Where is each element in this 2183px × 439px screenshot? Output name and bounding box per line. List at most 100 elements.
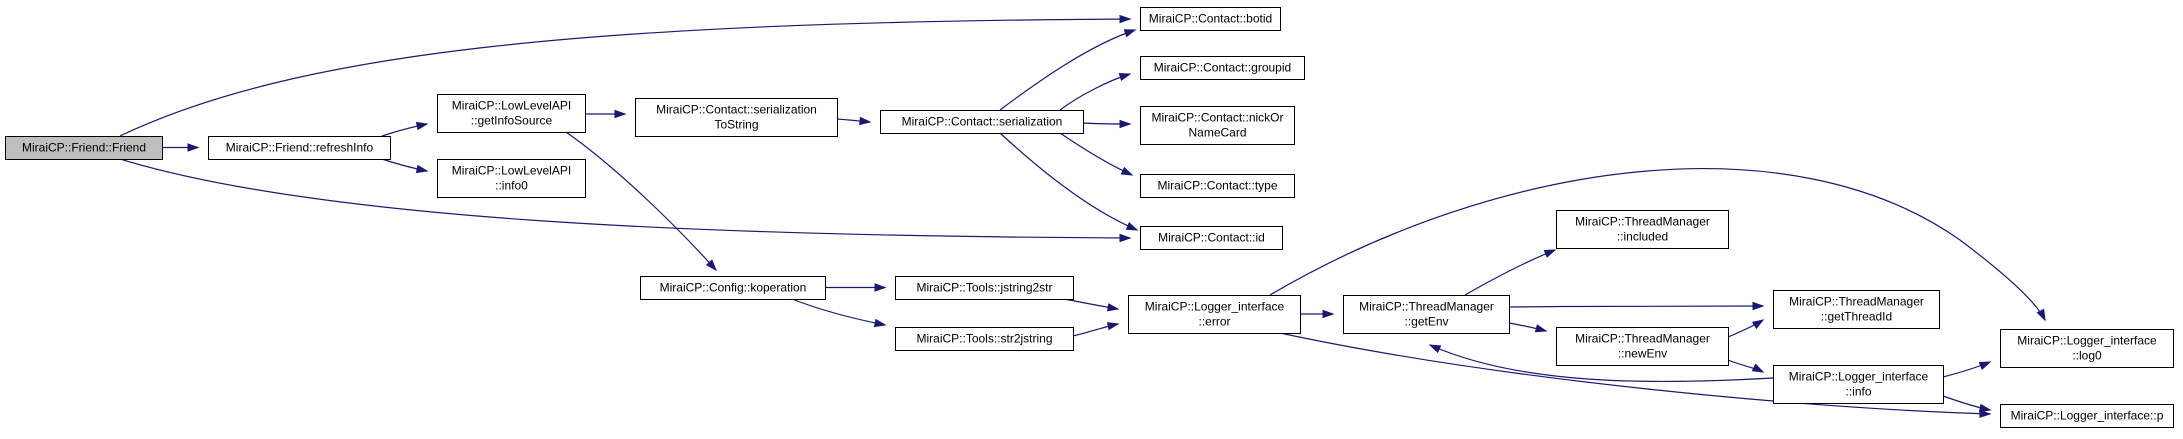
- edge-getEnv-to-getThreadId: [1508, 301, 1765, 311]
- node-label: MiraiCP::ThreadManager: [1789, 295, 1924, 309]
- edge-info-to-getEnv: [1428, 344, 1774, 383]
- edge-serialization-to-type: [1059, 132, 1134, 176]
- node-label: MiraiCP::Contact::groupid: [1154, 61, 1291, 75]
- node-cid[interactable]: MiraiCP::Contact::id: [1140, 226, 1283, 250]
- node-label: MiraiCP::Logger_interface: [1789, 370, 1929, 384]
- node-label: ::error: [1198, 315, 1230, 329]
- node-label: MiraiCP::LowLevelAPI: [452, 164, 571, 178]
- node-label: MiraiCP::Friend::Friend: [22, 141, 146, 155]
- arrowhead: [187, 143, 200, 152]
- arrowhead: [1106, 303, 1120, 312]
- arrowhead: [859, 116, 872, 126]
- arrowhead: [1978, 361, 1992, 370]
- node-getThreadId[interactable]: MiraiCP::ThreadManager::getThreadId: [1773, 290, 1940, 329]
- node-refreshInfo[interactable]: MiraiCP::Friend::refreshInfo: [208, 136, 391, 160]
- arrowhead: [1751, 363, 1765, 373]
- node-info0[interactable]: MiraiCP::LowLevelAPI::info0: [437, 159, 586, 198]
- arrowhead: [1428, 344, 1442, 354]
- node-newEnv[interactable]: MiraiCP::ThreadManager::newEnv: [1556, 327, 1729, 366]
- arrowhead: [1751, 319, 1765, 330]
- node-box: [895, 276, 1074, 300]
- node-koperation[interactable]: MiraiCP::Config::koperation: [640, 276, 826, 300]
- node-error[interactable]: MiraiCP::Logger_interface::error: [1128, 295, 1301, 334]
- node-label: MiraiCP::Friend::refreshInfo: [226, 141, 374, 155]
- edge-line: [1464, 249, 1556, 296]
- node-serialization[interactable]: MiraiCP::Contact::serialization: [880, 110, 1084, 134]
- node-label: ::newEnv: [1618, 347, 1667, 361]
- node-label: ::getInfoSource: [471, 114, 553, 128]
- edge-error-to-p: [1279, 332, 1992, 418]
- node-box: [1140, 7, 1281, 31]
- edge-info-to-log0: [1942, 361, 1992, 378]
- node-box: [2000, 404, 2174, 428]
- edge-newEnv-to-getThreadId: [1727, 319, 1765, 338]
- arrowhead: [1979, 409, 1992, 418]
- edge-line: [119, 158, 1131, 239]
- node-friend[interactable]: MiraiCP::Friend::Friend: [5, 136, 163, 160]
- arrowhead: [1119, 233, 1132, 243]
- node-box: [1773, 290, 1940, 329]
- node-box: [1343, 295, 1510, 334]
- edge-koperation-to-jstring2str: [825, 283, 887, 292]
- node-label: MiraiCP::Logger_interface: [2017, 334, 2157, 348]
- node-info[interactable]: MiraiCP::Logger_interface::info: [1773, 365, 1944, 404]
- node-box: [2000, 329, 2174, 368]
- edge-line: [999, 132, 1138, 231]
- node-label: ::getThreadId: [1821, 310, 1892, 324]
- node-label: MiraiCP::Contact::type: [1157, 179, 1277, 193]
- edge-line: [1269, 168, 2046, 321]
- node-box: [1773, 365, 1944, 404]
- node-label: MiraiCP::Contact::serialization: [902, 115, 1063, 129]
- arrowhead: [1123, 29, 1137, 38]
- node-box: [1128, 295, 1301, 334]
- node-jstring2str[interactable]: MiraiCP::Tools::jstring2str: [895, 276, 1074, 300]
- node-label: MiraiCP::Config::koperation: [660, 281, 807, 295]
- edge-info-to-p: [1942, 395, 1992, 413]
- edge-serialization-to-nickOrNameCard: [1082, 119, 1132, 129]
- node-label: ::included: [1617, 230, 1668, 244]
- edge-error-to-getEnv: [1300, 309, 1335, 319]
- edge-friend-to-cid: [119, 158, 1132, 243]
- node-included[interactable]: MiraiCP::ThreadManager::included: [1556, 210, 1729, 249]
- node-botid[interactable]: MiraiCP::Contact::botid: [1140, 7, 1281, 31]
- node-getInfoSource[interactable]: MiraiCP::LowLevelAPI::getInfoSource: [437, 94, 586, 133]
- edge-getEnv-to-newEnv: [1508, 322, 1548, 333]
- edge-refreshInfo-to-info0: [381, 158, 429, 174]
- edge-refreshInfo-to-getInfoSource: [381, 121, 429, 137]
- arrowhead: [1125, 222, 1139, 231]
- edge-line: [1059, 73, 1131, 111]
- node-layer: MiraiCP::Friend::Friend MiraiCP::Friend::…: [5, 7, 2174, 428]
- node-log0[interactable]: MiraiCP::Logger_interface::log0: [2000, 329, 2174, 368]
- edge-line: [1279, 332, 1991, 415]
- arrowhead: [705, 259, 718, 272]
- edge-line: [1508, 305, 1764, 308]
- edge-friend-to-botid: [119, 14, 1132, 137]
- node-groupid[interactable]: MiraiCP::Contact::groupid: [1140, 56, 1305, 80]
- node-type[interactable]: MiraiCP::Contact::type: [1140, 174, 1295, 198]
- node-p[interactable]: MiraiCP::Logger_interface::p: [2000, 404, 2174, 428]
- edge-newEnv-to-info: [1727, 359, 1765, 373]
- node-box: [437, 94, 586, 133]
- node-label: MiraiCP::Contact::id: [1158, 231, 1265, 245]
- arrowhead: [1118, 72, 1132, 82]
- edge-line: [565, 131, 717, 271]
- node-box: [880, 110, 1084, 134]
- node-box: [1556, 327, 1729, 366]
- arrowhead: [1543, 249, 1557, 258]
- node-label: MiraiCP::Tools::jstring2str: [916, 281, 1052, 295]
- node-box: [5, 136, 163, 160]
- arrowhead: [874, 283, 887, 292]
- node-box: [1140, 56, 1305, 80]
- node-label: MiraiCP::Contact::serialization: [656, 103, 817, 117]
- edge-line: [119, 18, 1131, 137]
- arrowhead: [1322, 309, 1335, 319]
- arrowhead: [1119, 14, 1132, 24]
- arrowhead: [614, 109, 627, 119]
- edge-serialization-to-cid: [999, 132, 1139, 231]
- node-box: [895, 327, 1074, 351]
- node-getEnv[interactable]: MiraiCP::ThreadManager::getEnv: [1343, 295, 1510, 334]
- node-str2jstring[interactable]: MiraiCP::Tools::str2jstring: [895, 327, 1074, 351]
- edge-line: [1429, 344, 1774, 383]
